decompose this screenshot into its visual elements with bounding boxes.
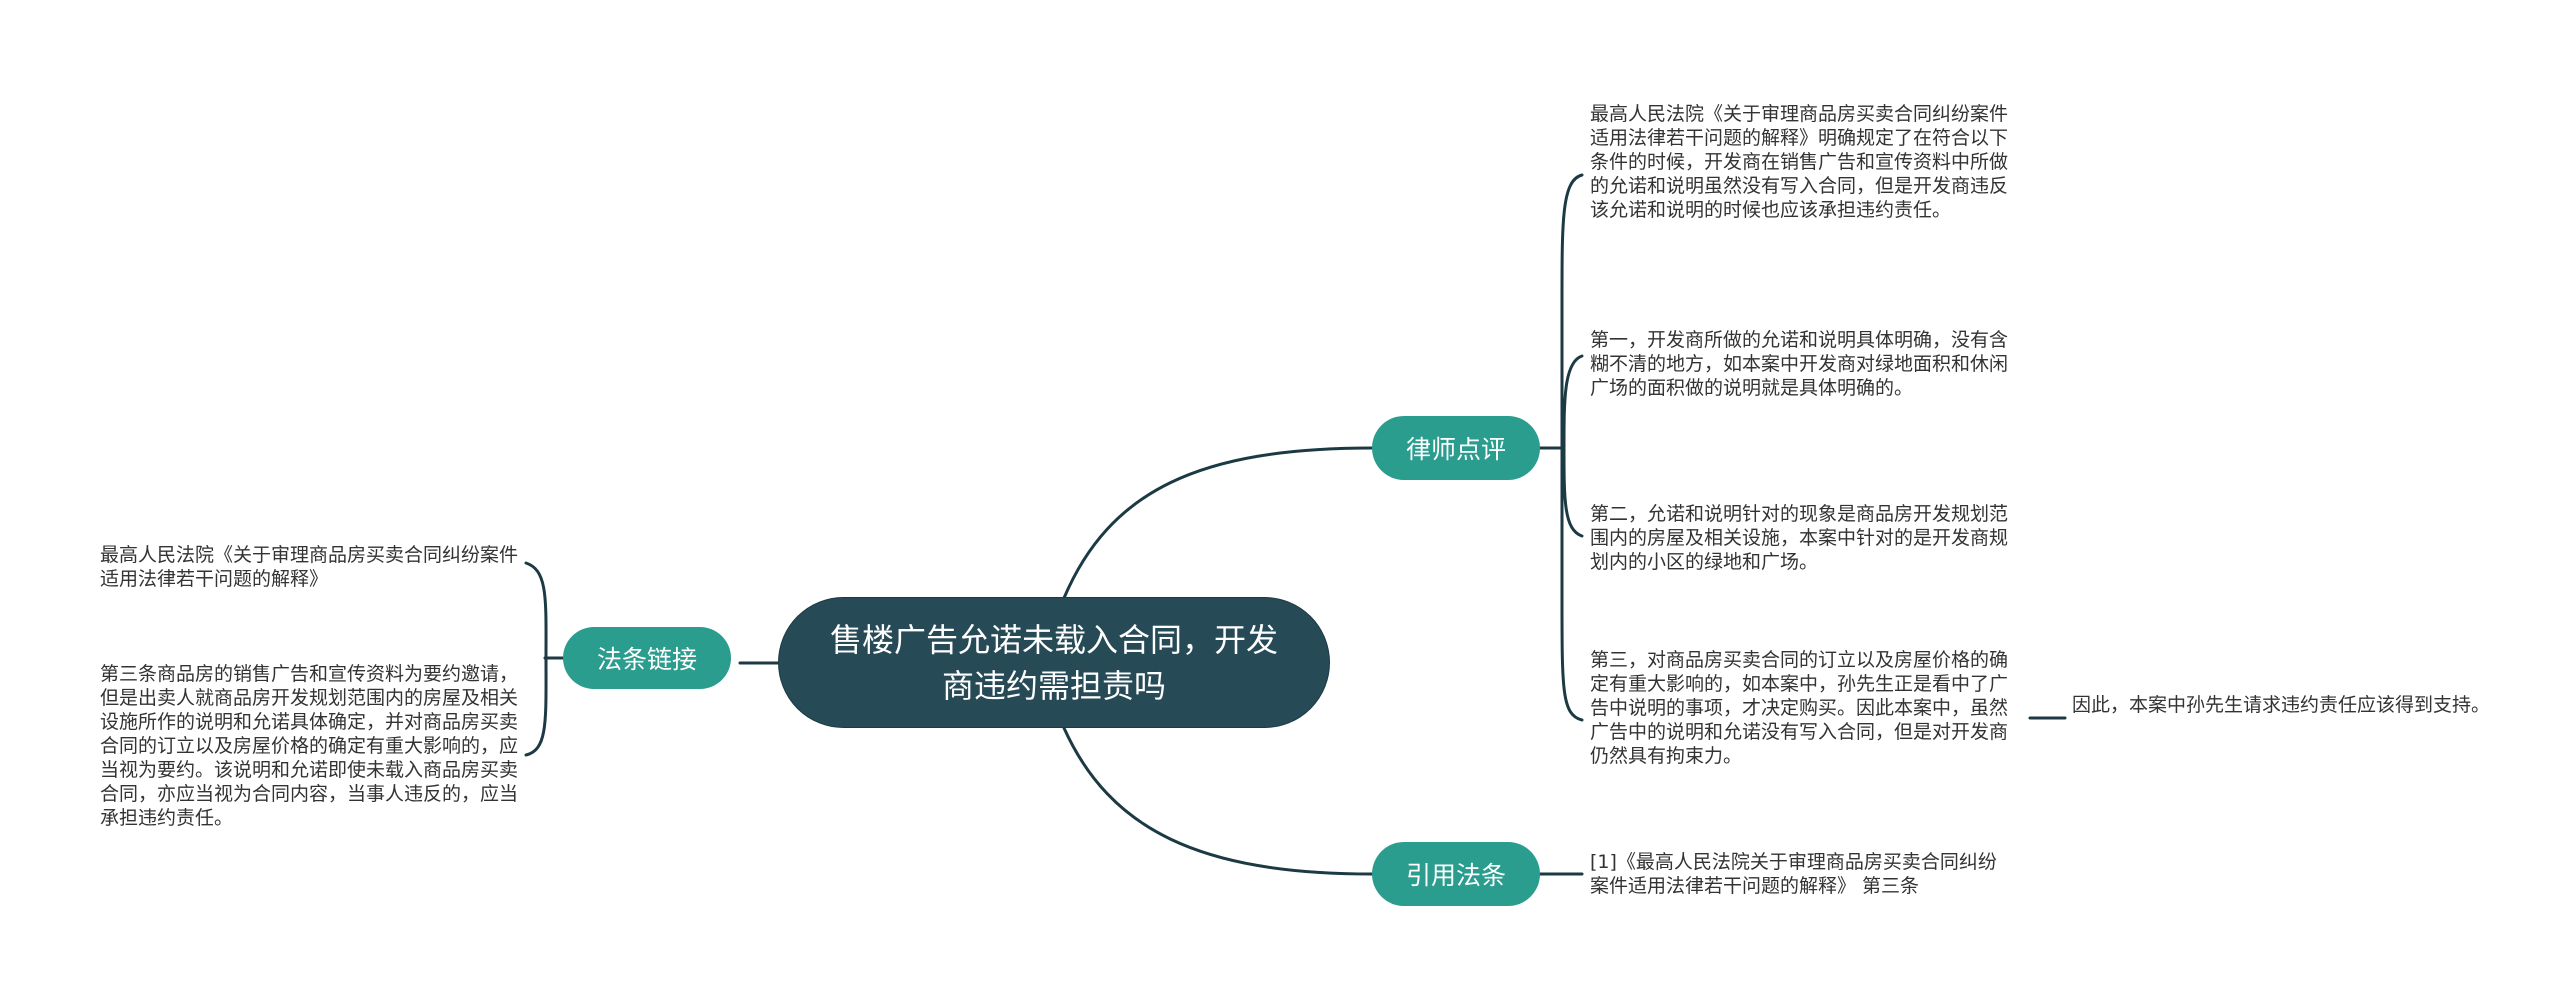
right-bracket-inner [1562, 354, 1584, 538]
leaf-text: 最高人民法院《关于审理商品房买卖合同纠纷案件适用法律若干问题的解释》明确规定了在… [1590, 103, 2009, 221]
branch-cited-law[interactable]: 引用法条 [1372, 842, 1540, 906]
branch-label: 律师点评 [1405, 435, 1506, 464]
leaf-law-link-title[interactable]: 最高人民法院《关于审理商品房买卖合同纠纷案件适用法律若干问题的解释》 [100, 543, 520, 591]
leaf-cited-law-reference[interactable]: [1]《最高人民法院关于审理商品房买卖合同纠纷案件适用法律若干问题的解释》 第三… [1590, 850, 2010, 898]
branch-lawyer-review[interactable]: 律师点评 [1372, 416, 1540, 480]
branch-label: 引用法条 [1405, 861, 1506, 890]
leaf-text: 第二，允诺和说明针对的现象是商品房开发规划范围内的房屋及相关设施，本案中针对的是… [1590, 503, 2009, 573]
leaf-text: 最高人民法院《关于审理商品房买卖合同纠纷案件适用法律若干问题的解释》 [100, 544, 519, 590]
connector-root-cited-law [1062, 726, 1374, 876]
root-topic-label: 售楼广告允诺未载入合同，开发商违约需担责吗 [829, 620, 1278, 705]
root-topic-node[interactable]: 售楼广告允诺未载入合同，开发商违约需担责吗 [778, 597, 1330, 728]
leaf-text: 第三，对商品房买卖合同的订立以及房屋价格的确定有重大影响的，如本案中，孙先生正是… [1590, 649, 2009, 767]
leaf-lawyer-review-point-2[interactable]: 第二，允诺和说明针对的现象是商品房开发规划范围内的房屋及相关设施，本案中针对的是… [1590, 502, 2010, 574]
leaf-conclusion[interactable]: 因此，本案中孙先生请求违约责任应该得到支持。 [2072, 693, 2502, 717]
leaf-text: [1]《最高人民法院关于审理商品房买卖合同纠纷案件适用法律若干问题的解释》 第三… [1590, 851, 1997, 897]
leaf-lawyer-review-intro[interactable]: 最高人民法院《关于审理商品房买卖合同纠纷案件适用法律若干问题的解释》明确规定了在… [1590, 102, 2010, 222]
right-bracket-outer [1560, 173, 1584, 722]
leaf-text: 因此，本案中孙先生请求违约责任应该得到支持。 [2072, 694, 2491, 716]
leaf-lawyer-review-point-1[interactable]: 第一，开发商所做的允诺和说明具体明确，没有含糊不清的地方，如本案中开发商对绿地面… [1590, 328, 2010, 400]
leaf-lawyer-review-point-3[interactable]: 第三，对商品房买卖合同的订立以及房屋价格的确定有重大影响的，如本案中，孙先生正是… [1590, 648, 2010, 768]
left-bracket [524, 561, 548, 757]
leaf-law-link-article-3[interactable]: 第三条商品房的销售广告和宣传资料为要约邀请，但是出卖人就商品房开发规划范围内的房… [100, 662, 520, 830]
branch-label: 法条链接 [596, 645, 697, 674]
leaf-text: 第一，开发商所做的允诺和说明具体明确，没有含糊不清的地方，如本案中开发商对绿地面… [1590, 329, 2009, 399]
leaf-text: 第三条商品房的销售广告和宣传资料为要约邀请，但是出卖人就商品房开发规划范围内的房… [100, 663, 519, 829]
branch-law-link[interactable]: 法条链接 [563, 627, 731, 689]
connector-root-lawyer-review [1062, 446, 1374, 600]
